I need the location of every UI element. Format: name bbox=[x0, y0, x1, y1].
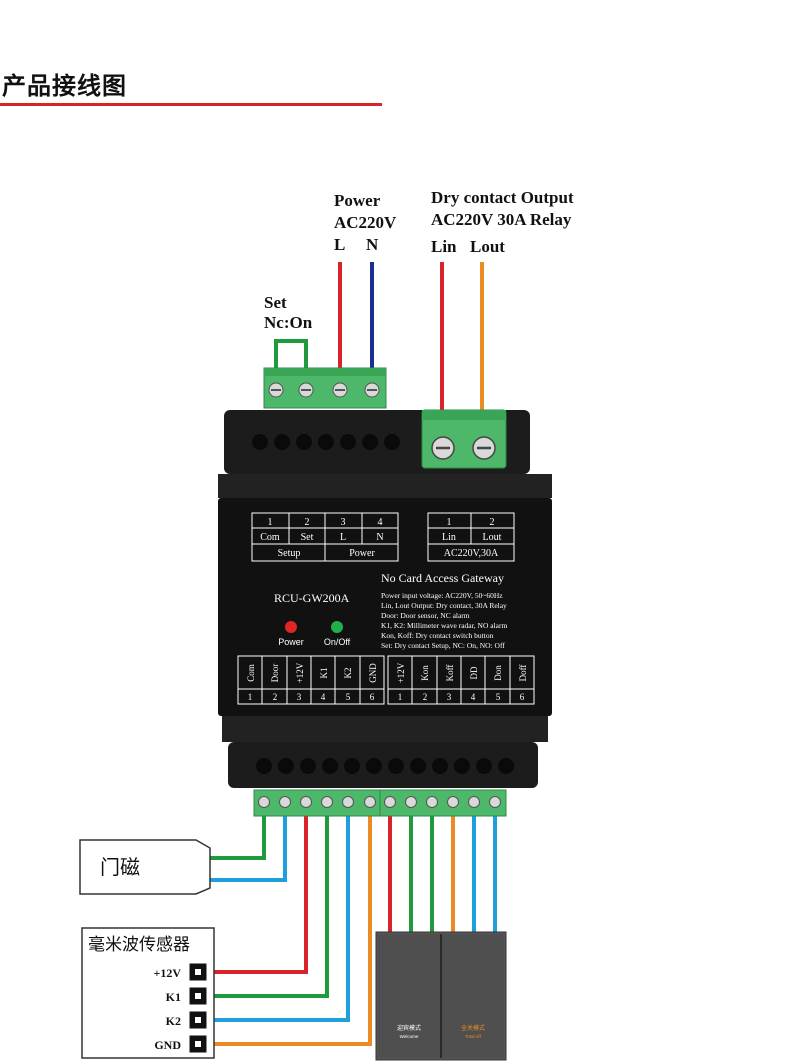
lout-label: Lout bbox=[470, 237, 505, 256]
tl-num-4: 4 bbox=[378, 517, 383, 528]
br-num-5: 5 bbox=[496, 692, 501, 702]
bl-name-door: Door bbox=[270, 664, 280, 683]
spec-line-5: Kon, Koff: Dry contact switch button bbox=[381, 631, 494, 640]
bl-num-2: 2 bbox=[273, 692, 278, 702]
tl-num-3: 3 bbox=[341, 517, 346, 528]
bl-name-gnd: GND bbox=[368, 663, 378, 683]
welcome-switch[interactable] bbox=[378, 934, 440, 1058]
spec-line-6: Set: Dry contact Setup, NC: On, NO: Off bbox=[381, 641, 505, 650]
spec-line-3: Door: Door sensor, NC alarm bbox=[381, 611, 470, 620]
set-label: Set bbox=[264, 293, 287, 312]
tl-group-power: Power bbox=[349, 548, 375, 559]
bl-num-5: 5 bbox=[346, 692, 351, 702]
tl-num-2: 2 bbox=[305, 517, 310, 528]
spec-line-1: Power input voltage: AC220V, 50~60Hz bbox=[381, 591, 503, 600]
terminal-block-bottom-left bbox=[253, 789, 381, 817]
tr-group: AC220V,30A bbox=[444, 548, 499, 559]
tl-name-n: N bbox=[376, 532, 383, 543]
tr-name-lout: Lout bbox=[483, 532, 502, 543]
br-name-kon: Kon bbox=[420, 665, 430, 681]
bl-name-k1: K1 bbox=[319, 668, 329, 679]
door-sensor-label: 门磁 bbox=[100, 855, 140, 879]
tr-num-2: 2 bbox=[490, 517, 495, 528]
power-label: Power bbox=[334, 191, 381, 210]
br-num-3: 3 bbox=[447, 692, 452, 702]
wire-12v-radar bbox=[210, 814, 308, 974]
bl-num-3: 3 bbox=[297, 692, 302, 702]
lin-label: Lin bbox=[431, 237, 457, 256]
tl-num-1: 1 bbox=[268, 517, 273, 528]
title-rule bbox=[0, 103, 382, 106]
bl-num-6: 6 bbox=[370, 692, 375, 702]
wire-k1 bbox=[210, 814, 329, 998]
welcome-label-en: Welcome bbox=[400, 1034, 419, 1039]
table-bottom-right bbox=[387, 655, 535, 705]
terminal-block-relay bbox=[421, 409, 507, 469]
spec-line-2: Lin, Lout Output: Dry contact, 30A Relay bbox=[381, 601, 507, 610]
tl-name-l: L bbox=[340, 532, 346, 543]
tr-name-lin: Lin bbox=[442, 532, 456, 543]
power-led-label: Power bbox=[278, 637, 304, 647]
radar-pin-k1: K1 bbox=[166, 990, 181, 1004]
tr-num-1: 1 bbox=[447, 517, 452, 528]
tl-group-setup: Setup bbox=[278, 548, 301, 559]
spec-line-4: K1, K2: Millimeter wave radar, NO alarm bbox=[381, 621, 507, 630]
br-num-4: 4 bbox=[471, 692, 476, 702]
wire-k2 bbox=[210, 814, 350, 1022]
relay-label: AC220V 30A Relay bbox=[431, 210, 572, 229]
radar-pin-k2: K2 bbox=[166, 1014, 181, 1028]
total-off-label-cn: 全关模式 bbox=[461, 1024, 485, 1032]
bottom-left-names: Com Door +12V K1 K2 GND bbox=[246, 662, 378, 683]
bottom-wires bbox=[208, 814, 497, 1046]
nc-on-label: Nc:On bbox=[264, 313, 313, 332]
terminal-block-bottom-right bbox=[379, 789, 507, 817]
br-num-2: 2 bbox=[423, 692, 428, 702]
br-name-don: Don bbox=[493, 665, 503, 681]
br-num-6: 6 bbox=[520, 692, 525, 702]
radar-sensor bbox=[81, 927, 215, 1059]
welcome-label-cn: 迎宾模式 bbox=[397, 1024, 421, 1032]
bl-name-12v: +12V bbox=[295, 662, 305, 683]
l-label: L bbox=[334, 235, 345, 254]
page-title: 产品接线图 bbox=[2, 72, 127, 100]
wire-set-jumper bbox=[274, 339, 308, 372]
br-num-1: 1 bbox=[398, 692, 403, 702]
bl-name-com: Com bbox=[246, 664, 256, 682]
tl-name-com: Com bbox=[260, 532, 280, 543]
onoff-led-label: On/Off bbox=[324, 637, 351, 647]
bottom-right-names: +12V Kon Koff DD Don Doff bbox=[396, 662, 528, 683]
table-bottom-left bbox=[237, 655, 385, 705]
bl-num-1: 1 bbox=[248, 692, 253, 702]
bl-name-k2: K2 bbox=[343, 668, 353, 679]
device-body bbox=[218, 410, 552, 788]
ac220v-label: AC220V bbox=[334, 213, 397, 232]
bl-num-4: 4 bbox=[321, 692, 326, 702]
switch-panel bbox=[375, 931, 507, 1061]
device-heading: No Card Access Gateway bbox=[381, 571, 504, 585]
wire-com-door bbox=[208, 814, 266, 860]
br-name-doff: Doff bbox=[518, 665, 528, 682]
dry-contact-label: Dry contact Output bbox=[431, 188, 574, 207]
device-model: RCU-GW200A bbox=[274, 591, 350, 605]
table-top-left bbox=[251, 512, 399, 562]
tl-name-set: Set bbox=[301, 532, 314, 543]
total-off-label-en: Total off bbox=[465, 1034, 481, 1039]
n-label: N bbox=[366, 235, 379, 254]
radar-label: 毫米波传感器 bbox=[88, 935, 190, 955]
onoff-led-icon bbox=[331, 621, 343, 633]
wire-door bbox=[208, 814, 287, 882]
br-name-koff: Koff bbox=[445, 665, 455, 682]
radar-pin-12v: +12V bbox=[153, 966, 181, 980]
wire-gnd bbox=[210, 814, 372, 1046]
table-top-right bbox=[427, 512, 515, 562]
br-name-12v: +12V bbox=[396, 662, 406, 683]
terminal-block-top-left bbox=[263, 367, 387, 409]
total-off-switch[interactable] bbox=[442, 934, 504, 1058]
br-name-dd: DD bbox=[469, 666, 479, 679]
power-led-icon bbox=[285, 621, 297, 633]
door-sensor bbox=[79, 839, 211, 895]
radar-pin-gnd: GND bbox=[154, 1038, 181, 1052]
